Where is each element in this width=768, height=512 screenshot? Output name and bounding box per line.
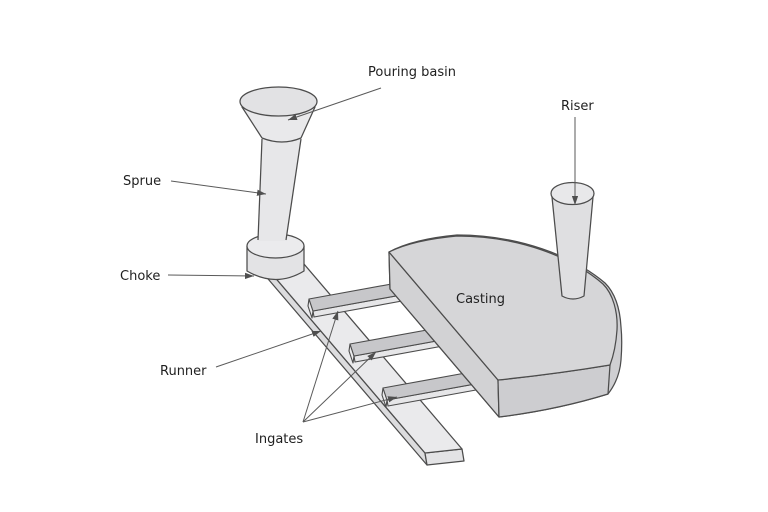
label-choke: Choke bbox=[120, 269, 160, 284]
label-sprue: Sprue bbox=[123, 174, 161, 189]
sprue-left-edge bbox=[257, 138, 263, 241]
sprue-right-edge bbox=[285, 138, 302, 241]
leader-lines bbox=[167, 87, 579, 423]
label-runner: Runner bbox=[160, 364, 207, 379]
riser-top-opening bbox=[550, 181, 595, 206]
label-pouring-basin: Pouring basin bbox=[368, 65, 456, 80]
runner-leader-line bbox=[215, 330, 322, 368]
riser-body bbox=[551, 196, 594, 300]
riser-column bbox=[550, 181, 595, 300]
label-riser: Riser bbox=[561, 99, 594, 114]
pouring-basin-leader-line bbox=[287, 87, 382, 121]
label-casting: Casting bbox=[456, 292, 505, 307]
choke-cylinder bbox=[246, 233, 305, 281]
sprue-column bbox=[257, 138, 302, 241]
choke-leader-line bbox=[167, 272, 255, 280]
labels: Pouring basin Riser Sprue Choke Runner I… bbox=[120, 65, 594, 447]
ingates-leader-line-3 bbox=[302, 396, 398, 423]
ingates-leader-line-1 bbox=[302, 310, 339, 423]
label-ingates: Ingates bbox=[255, 432, 303, 447]
sprue-leader-line bbox=[170, 180, 267, 196]
sprue-body bbox=[258, 138, 301, 241]
pouring-basin-top-opening bbox=[239, 86, 318, 117]
ingates-leader-line-2 bbox=[302, 351, 377, 423]
